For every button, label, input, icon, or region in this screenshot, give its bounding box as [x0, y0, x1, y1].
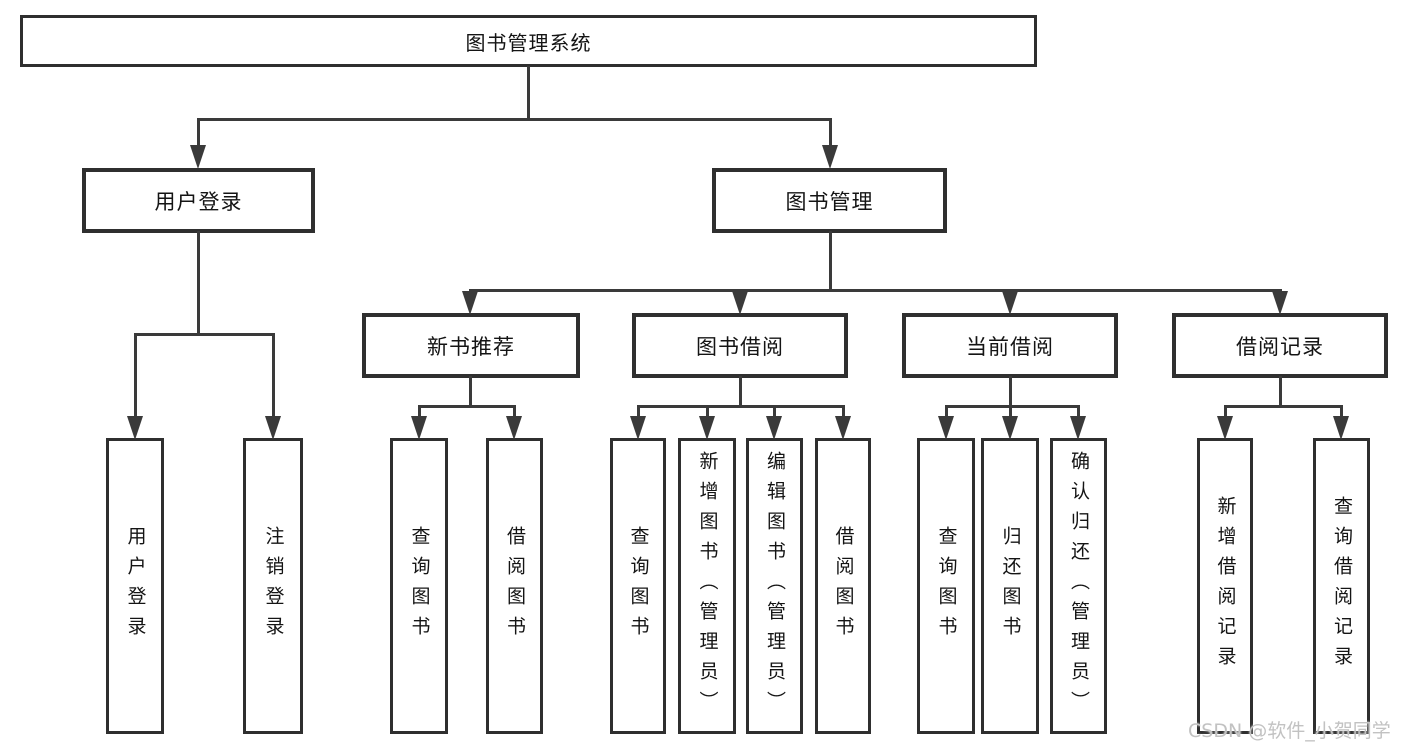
node-label: 借阅记录 — [1236, 334, 1324, 359]
arrowhead-icon — [1217, 416, 1233, 440]
borrow-records-stem-line — [1279, 376, 1282, 407]
leaf-confirm-return-admin: 确认归还（管理员） — [1050, 438, 1107, 734]
leaf-query-books-1: 查询图书 — [390, 438, 448, 734]
leaf-label: 注销登录 — [262, 526, 285, 646]
drop-line — [706, 405, 709, 418]
drop-line — [1009, 405, 1012, 418]
node-label: 图书管理系统 — [465, 30, 592, 55]
drop-line — [829, 118, 832, 148]
node-new-book-recommend: 新书推荐 — [362, 313, 580, 378]
arrowhead-icon — [462, 291, 478, 315]
leaf-label: 查询图书 — [627, 526, 650, 646]
leaf-label: 新增图书（管理员） — [696, 451, 719, 721]
node-user-login: 用户登录 — [82, 168, 315, 233]
node-label: 新书推荐 — [427, 334, 515, 359]
root-branch-line — [197, 118, 832, 121]
drop-line — [842, 405, 845, 418]
current-borrow-stem-line — [1009, 376, 1012, 407]
drop-line — [1077, 405, 1080, 418]
arrowhead-icon — [630, 416, 646, 440]
book-borrow-stem-line — [739, 376, 742, 407]
user-login-branch-line — [134, 333, 275, 336]
leaf-label: 新增借阅记录 — [1214, 496, 1237, 676]
leaf-query-borrow-record: 查询借阅记录 — [1313, 438, 1370, 734]
drop-line — [1340, 405, 1343, 418]
new-book-stem-line — [469, 376, 472, 407]
node-label: 用户登录 — [154, 189, 243, 214]
leaf-label: 查询图书 — [408, 526, 431, 646]
node-label: 图书管理 — [785, 189, 874, 214]
drop-line — [134, 333, 137, 417]
leaf-logout: 注销登录 — [243, 438, 303, 734]
node-current-borrow: 当前借阅 — [902, 313, 1118, 378]
drop-line — [418, 405, 421, 418]
leaf-query-books-2: 查询图书 — [610, 438, 666, 734]
arrowhead-icon — [190, 145, 206, 169]
drop-line — [272, 333, 275, 417]
leaf-user-login: 用户登录 — [106, 438, 164, 734]
root-stem-line — [527, 66, 530, 121]
arrowhead-icon — [1002, 291, 1018, 315]
book-management-stem-line — [829, 231, 832, 291]
leaf-borrow-books-1: 借阅图书 — [486, 438, 543, 734]
node-book-borrow: 图书借阅 — [632, 313, 848, 378]
arrowhead-icon — [835, 416, 851, 440]
arrowhead-icon — [938, 416, 954, 440]
leaf-label: 借阅图书 — [832, 526, 855, 646]
arrowhead-icon — [411, 416, 427, 440]
arrowhead-icon — [699, 416, 715, 440]
arrowhead-icon — [766, 416, 782, 440]
node-label: 当前借阅 — [966, 334, 1054, 359]
arrowhead-icon — [822, 145, 838, 169]
leaf-add-books-admin: 新增图书（管理员） — [678, 438, 736, 734]
arrowhead-icon — [1070, 416, 1086, 440]
drop-line — [637, 405, 640, 418]
leaf-label: 用户登录 — [124, 526, 147, 646]
leaf-label: 确认归还（管理员） — [1068, 451, 1090, 721]
arrowhead-icon — [1002, 416, 1018, 440]
drop-line — [945, 405, 948, 418]
node-root-library-system: 图书管理系统 — [20, 15, 1037, 67]
new-book-branch-line — [418, 405, 516, 408]
arrowhead-icon — [732, 291, 748, 315]
book-management-branch-line — [469, 289, 1282, 292]
leaf-label: 编辑图书（管理员） — [764, 451, 786, 721]
leaf-label: 查询借阅记录 — [1331, 496, 1353, 676]
csdn-watermark: CSDN @软件_小贺同学 — [1188, 720, 1391, 742]
arrowhead-icon — [506, 416, 522, 440]
user-login-stem-line — [197, 231, 200, 335]
leaf-label: 借阅图书 — [504, 526, 526, 646]
leaf-borrow-books-2: 借阅图书 — [815, 438, 871, 734]
leaf-query-books-3: 查询图书 — [917, 438, 975, 734]
leaf-return-books: 归还图书 — [981, 438, 1039, 734]
drop-line — [513, 405, 516, 418]
node-label: 图书借阅 — [696, 334, 784, 359]
arrowhead-icon — [1272, 291, 1288, 315]
node-book-management: 图书管理 — [712, 168, 947, 233]
drop-line — [1224, 405, 1227, 418]
leaf-edit-books-admin: 编辑图书（管理员） — [746, 438, 803, 734]
book-borrow-branch-line — [637, 405, 844, 408]
leaf-label: 归还图书 — [999, 526, 1022, 646]
borrow-records-branch-line — [1224, 405, 1343, 408]
node-borrow-records: 借阅记录 — [1172, 313, 1388, 378]
drop-line — [197, 118, 200, 148]
arrowhead-icon — [265, 416, 281, 440]
arrowhead-icon — [1333, 416, 1349, 440]
arrowhead-icon — [127, 416, 143, 440]
leaf-add-borrow-record: 新增借阅记录 — [1197, 438, 1253, 734]
drop-line — [773, 405, 776, 418]
current-borrow-branch-line — [945, 405, 1080, 408]
leaf-label: 查询图书 — [935, 526, 958, 646]
